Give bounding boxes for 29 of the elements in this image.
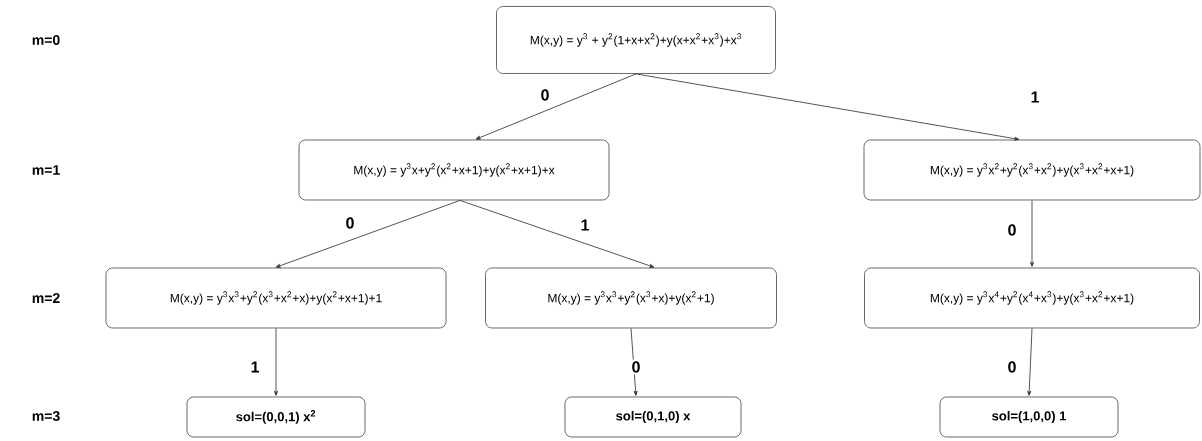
edge-label: 1 (578, 217, 592, 233)
polynomial-box: M(x,y) = y$^{3}$x$^{2}$+y$^{2}$(x$^{3}$+x$^{2}$)+y(x$^{3}$+x$^{2}$+x+1) (863, 139, 1201, 201)
level-label: m=0 (32, 35, 60, 45)
solution-box: sol=(0,0,1) x$^{2}$ (186, 396, 366, 438)
arrow (1030, 200, 1034, 267)
level-label: m=1 (32, 165, 60, 175)
level-label: m=3 (32, 411, 60, 421)
arrow (1027, 328, 1033, 396)
level-label: m=2 (32, 293, 60, 303)
arrow (275, 200, 461, 268)
arrow (459, 200, 655, 268)
solution-box: sol=(0,1,0) x (564, 396, 742, 438)
arrow (635, 73, 1020, 141)
edge-label: 0 (1005, 222, 1019, 238)
polynomial-box: M(x,y) = y$^{3}$x$^{3}$+y$^{2}$(x$^{3}$+x)+y(x$^{2}$+1) (485, 267, 777, 329)
polynomial-box: M(x,y) = y$^{3}$x$^{3}$+y$^{2}$(x$^{3}$+x$^{2}$+x)+y(x$^{2}$+x+1)+1 (105, 267, 447, 329)
arrow (274, 328, 278, 396)
arrow (630, 328, 638, 396)
edge-label: 0 (538, 87, 552, 103)
solution-box: sol=(1,0,0) 1 (939, 396, 1119, 438)
edge-label: 0 (343, 215, 357, 231)
edge-label: 0 (629, 359, 643, 375)
edge-label: 1 (1028, 89, 1042, 105)
edge-label: 1 (248, 359, 262, 375)
polynomial-box: M(x,y) = y$^{3}$x$^{4}$+y$^{2}$(x$^{4}$+x$^{3}$)+y(x$^{3}$+x$^{2}$+x+1) (864, 267, 1200, 329)
polynomial-box: M(x,y) = y$^{3}$x+y$^{2}$(x$^{2}$+x+1)+y(x$^{2}$+x+1)+x (298, 139, 610, 201)
polynomial-box: M(x,y) = y$^{3}$ + y$^{2}$(1+x+x$^{2}$)+y(x+x$^{2}$+x$^{3}$)+x$^{3}$ (496, 6, 776, 74)
arrow (475, 73, 637, 140)
edge-label: 0 (1005, 359, 1019, 375)
